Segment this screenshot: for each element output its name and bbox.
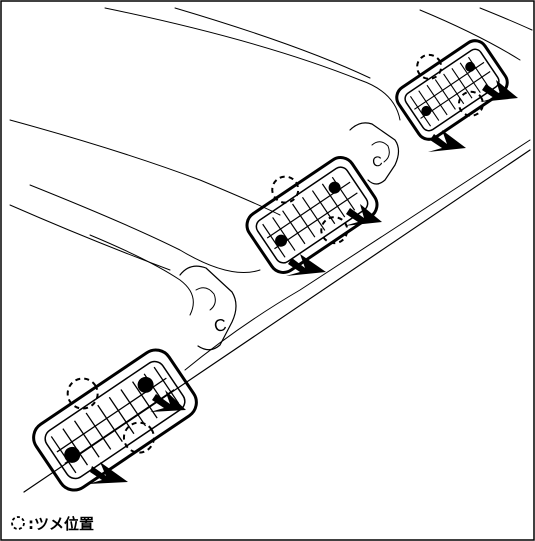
part-marking-c-upper: C (371, 152, 384, 170)
legend: :ツメ位置 (10, 511, 94, 535)
register-grille-upper (395, 39, 509, 141)
removal-arrow (480, 80, 518, 102)
legend-label: :ツメ位置 (28, 514, 94, 533)
body-contour-1 (104, 7, 401, 121)
panel-edge-line (23, 149, 531, 493)
body-contour-2 (174, 7, 371, 79)
register-grille-lower (32, 348, 198, 492)
body-contour-5 (9, 119, 281, 216)
claw-position-marker (66, 377, 99, 410)
clip-boss-upper-inner (371, 141, 390, 163)
clip-boss-upper (349, 122, 400, 185)
claw-position-marker (416, 53, 443, 80)
removal-arrow (428, 130, 466, 152)
part-marking-c-lower: C (213, 315, 228, 336)
body-contour-3 (419, 9, 521, 61)
removal-arrow (344, 204, 382, 226)
clip-boss-lower-inner (195, 287, 216, 311)
dashed-circle-icon (11, 516, 25, 530)
panel-edge-line-inner (184, 139, 531, 371)
body-contour-4 (479, 7, 533, 31)
claw-position-marker (320, 216, 349, 245)
claw-position-marker (271, 175, 300, 204)
grille-outline (32, 348, 198, 492)
grille-outline (245, 156, 379, 274)
claw-position-marker (457, 90, 484, 117)
removal-arrow (286, 254, 326, 276)
removal-arrow (88, 462, 128, 484)
grille-inner-frame (44, 360, 186, 480)
claw-position-marker (122, 421, 155, 454)
body-contour-8 (89, 234, 194, 316)
clip-boss-lower (179, 265, 237, 351)
removal-arrow (150, 390, 186, 412)
register-grille-middle (245, 156, 379, 274)
body-contour-6 (29, 184, 261, 273)
